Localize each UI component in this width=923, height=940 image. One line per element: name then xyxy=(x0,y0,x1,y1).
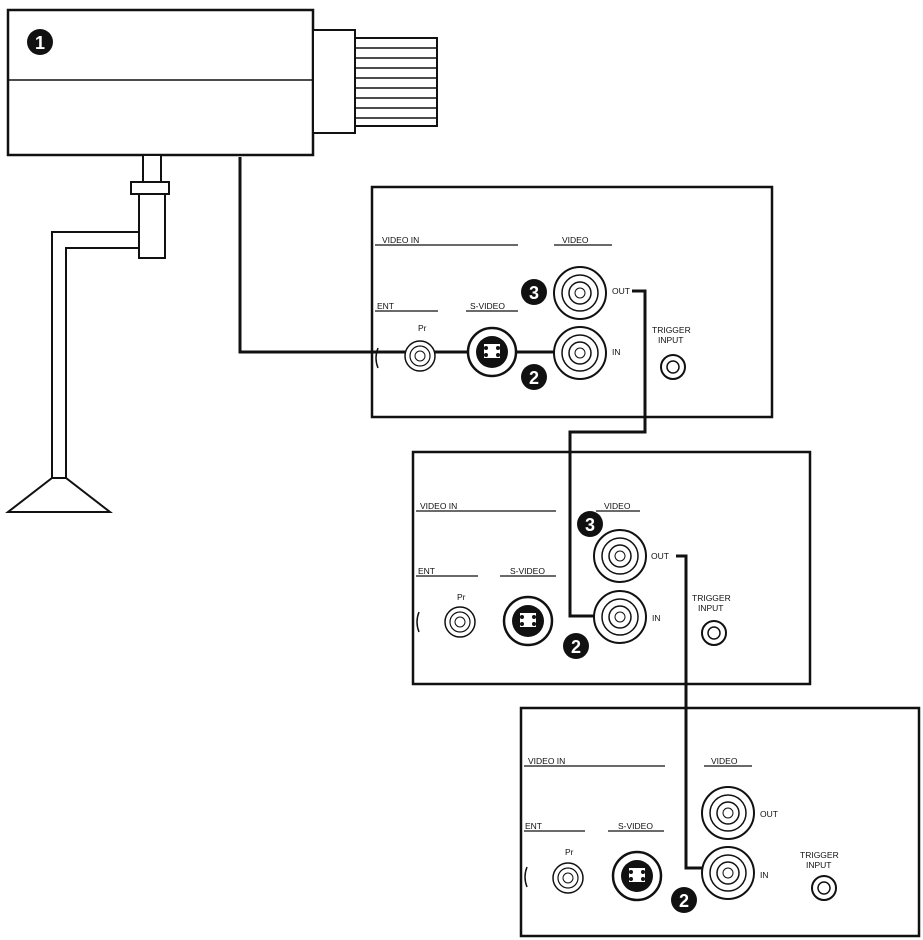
camera-lens xyxy=(354,37,438,127)
stand-post xyxy=(138,193,166,259)
lens-grip-lines xyxy=(355,47,437,119)
stand-clamp xyxy=(130,181,170,195)
video-label: VIDEO xyxy=(711,756,738,766)
trigger-label: TRIGGER xyxy=(692,593,731,603)
out-label: OUT xyxy=(760,809,778,819)
badge-in: 2 xyxy=(671,887,697,913)
pr-jack xyxy=(444,606,476,638)
stand-arm-outer xyxy=(51,231,139,478)
video-in-jack xyxy=(701,846,755,900)
svideo-port xyxy=(466,326,518,378)
component-label: ENT xyxy=(377,301,394,311)
svideo-port xyxy=(502,595,554,647)
cable-camera-to-panel1-in xyxy=(238,157,560,354)
video-in-label: VIDEO IN xyxy=(382,235,419,245)
badge-camera: 1 xyxy=(27,29,53,55)
svg-text:3: 3 xyxy=(585,515,595,535)
svideo-label: S-VIDEO xyxy=(470,301,505,311)
svg-text:1: 1 xyxy=(35,33,45,53)
trigger-label-line2: INPUT xyxy=(658,335,684,345)
camera-stand xyxy=(5,154,170,513)
camera-body xyxy=(6,8,315,157)
in-label: IN xyxy=(652,613,661,623)
panel-2-connectors: VIDEO IN VIDEO ENT Pr S-VIDEO OUT IN TRI… xyxy=(416,501,731,659)
out-label: OUT xyxy=(612,286,630,296)
pr-label: Pr xyxy=(418,323,427,333)
video-in-jack xyxy=(553,326,607,380)
cable-panel2-out-to-panel3-in xyxy=(676,554,703,870)
trigger-label: TRIGGER xyxy=(800,850,839,860)
video-out-jack xyxy=(701,786,755,840)
pr-jack xyxy=(404,340,436,372)
camera: 1 xyxy=(6,8,438,157)
pr-jack xyxy=(552,862,584,894)
stand-base xyxy=(5,477,113,513)
trigger-label-line2: INPUT xyxy=(698,603,724,613)
component-port-partial xyxy=(524,866,528,888)
video-in-label: VIDEO IN xyxy=(420,501,457,511)
svideo-port xyxy=(611,850,663,902)
badge-out: 3 xyxy=(577,511,603,537)
in-label: IN xyxy=(760,870,769,880)
component-port-partial xyxy=(416,611,420,633)
badge-in: 2 xyxy=(521,364,547,390)
cable-panel1-out-to-panel2-in xyxy=(568,289,647,618)
svg-text:3: 3 xyxy=(529,283,539,303)
video-in-jack xyxy=(593,590,647,644)
video-label: VIDEO xyxy=(562,235,589,245)
svideo-label: S-VIDEO xyxy=(510,566,545,576)
svg-text:2: 2 xyxy=(529,368,539,388)
video-label: VIDEO xyxy=(604,501,631,511)
pr-label: Pr xyxy=(565,847,574,857)
camera-lens-mount xyxy=(312,29,356,134)
video-in-label: VIDEO IN xyxy=(528,756,565,766)
trigger-label: TRIGGER xyxy=(652,325,691,335)
out-label: OUT xyxy=(651,551,669,561)
svg-text:2: 2 xyxy=(571,637,581,657)
trigger-input-jack xyxy=(701,620,727,646)
panel-1-connectors: VIDEO IN VIDEO ENT Pr S-VIDEO OUT IN TRI… xyxy=(375,235,691,390)
pr-label: Pr xyxy=(457,592,466,602)
video-out-jack xyxy=(553,266,607,320)
badge-in: 2 xyxy=(563,633,589,659)
stand-arm-inner xyxy=(65,247,139,478)
badge-out: 3 xyxy=(521,279,547,305)
trigger-input-jack xyxy=(660,354,686,380)
component-label: ENT xyxy=(418,566,435,576)
svg-text:2: 2 xyxy=(679,891,689,911)
video-out-jack xyxy=(593,529,647,583)
component-port-partial xyxy=(375,347,379,369)
stand-neck xyxy=(142,154,162,184)
component-label: ENT xyxy=(525,821,542,831)
svideo-label: S-VIDEO xyxy=(618,821,653,831)
in-label: IN xyxy=(612,347,621,357)
panel-3-connectors: VIDEO IN VIDEO ENT Pr S-VIDEO OUT IN TRI… xyxy=(524,756,839,913)
trigger-input-jack xyxy=(811,875,837,901)
trigger-label-line2: INPUT xyxy=(806,860,832,870)
